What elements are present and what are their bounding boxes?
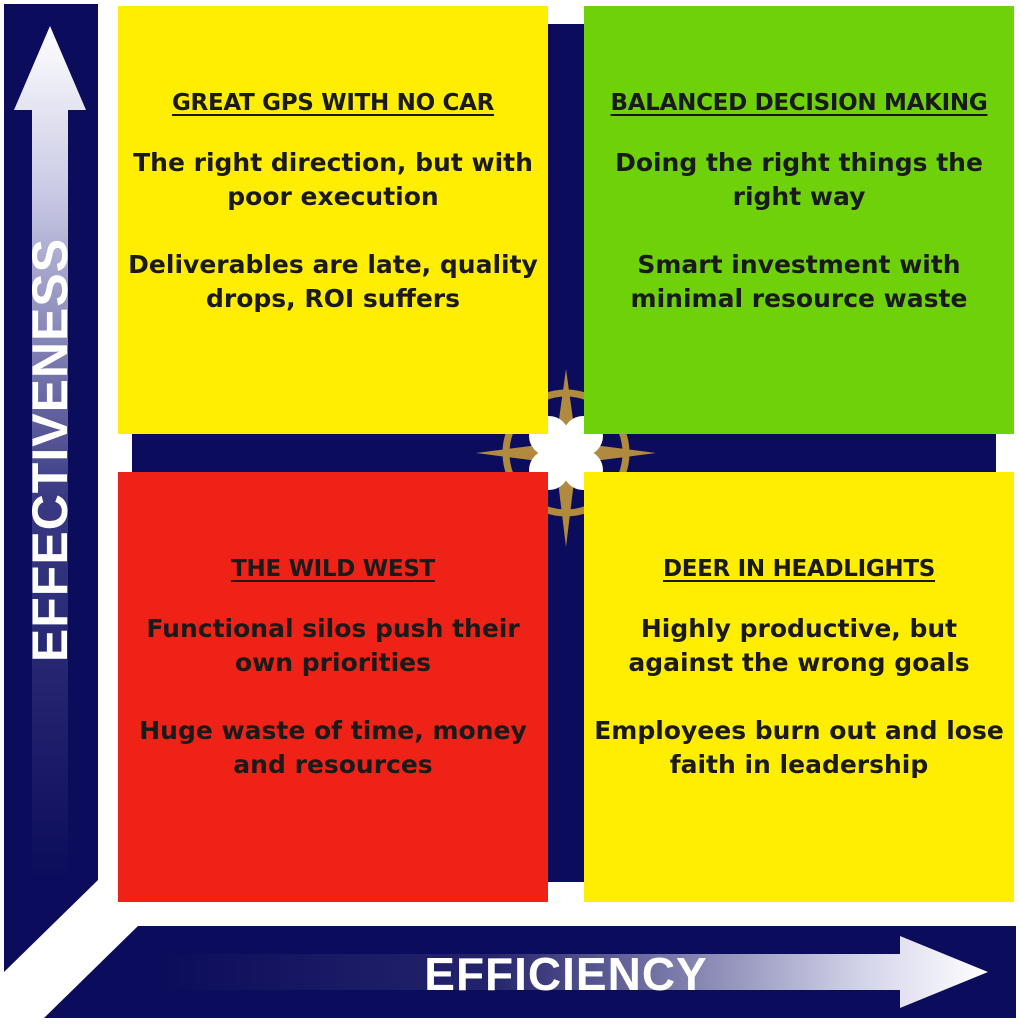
quadrant-deer-in-headlights: DEER IN HEADLIGHTS Highly productive, bu… [584, 472, 1014, 902]
quadrant-title: THE WILD WEST [231, 556, 435, 582]
quadrant-great-gps: GREAT GPS WITH NO CAR The right directio… [118, 6, 548, 434]
quadrant-line-1: The right direction, but with poor execu… [133, 148, 533, 211]
quadrant-title: GREAT GPS WITH NO CAR [171, 90, 495, 116]
y-axis-label: EFFECTIVENESS [22, 237, 78, 663]
y-axis-arrow [14, 26, 86, 880]
quadrant-wild-west: THE WILD WEST Functional silos push thei… [118, 472, 548, 902]
quadrant-line-1: Doing the right things the right way [615, 148, 983, 211]
quadrant-line-2: Deliverables are late, quality drops, RO… [128, 250, 538, 313]
quadrant-title: DEER IN HEADLIGHTS [662, 556, 936, 582]
quadrant-line-1: Highly productive, but against the wrong… [628, 614, 970, 677]
x-axis-arrow [160, 936, 988, 1008]
quadrant-line-2: Employees burn out and lose faith in lea… [594, 716, 1004, 779]
quadrant-line-2: Smart investment with minimal resource w… [630, 250, 968, 313]
quadrant-balanced-decision: BALANCED DECISION MAKING Doing the right… [584, 6, 1014, 434]
quadrant-line-2: Huge waste of time, money and resources [139, 716, 527, 779]
quadrant-title: BALANCED DECISION MAKING [610, 90, 988, 116]
quadrant-line-1: Functional silos push their own prioriti… [146, 614, 520, 677]
x-axis-label: EFFICIENCY [424, 948, 708, 1000]
